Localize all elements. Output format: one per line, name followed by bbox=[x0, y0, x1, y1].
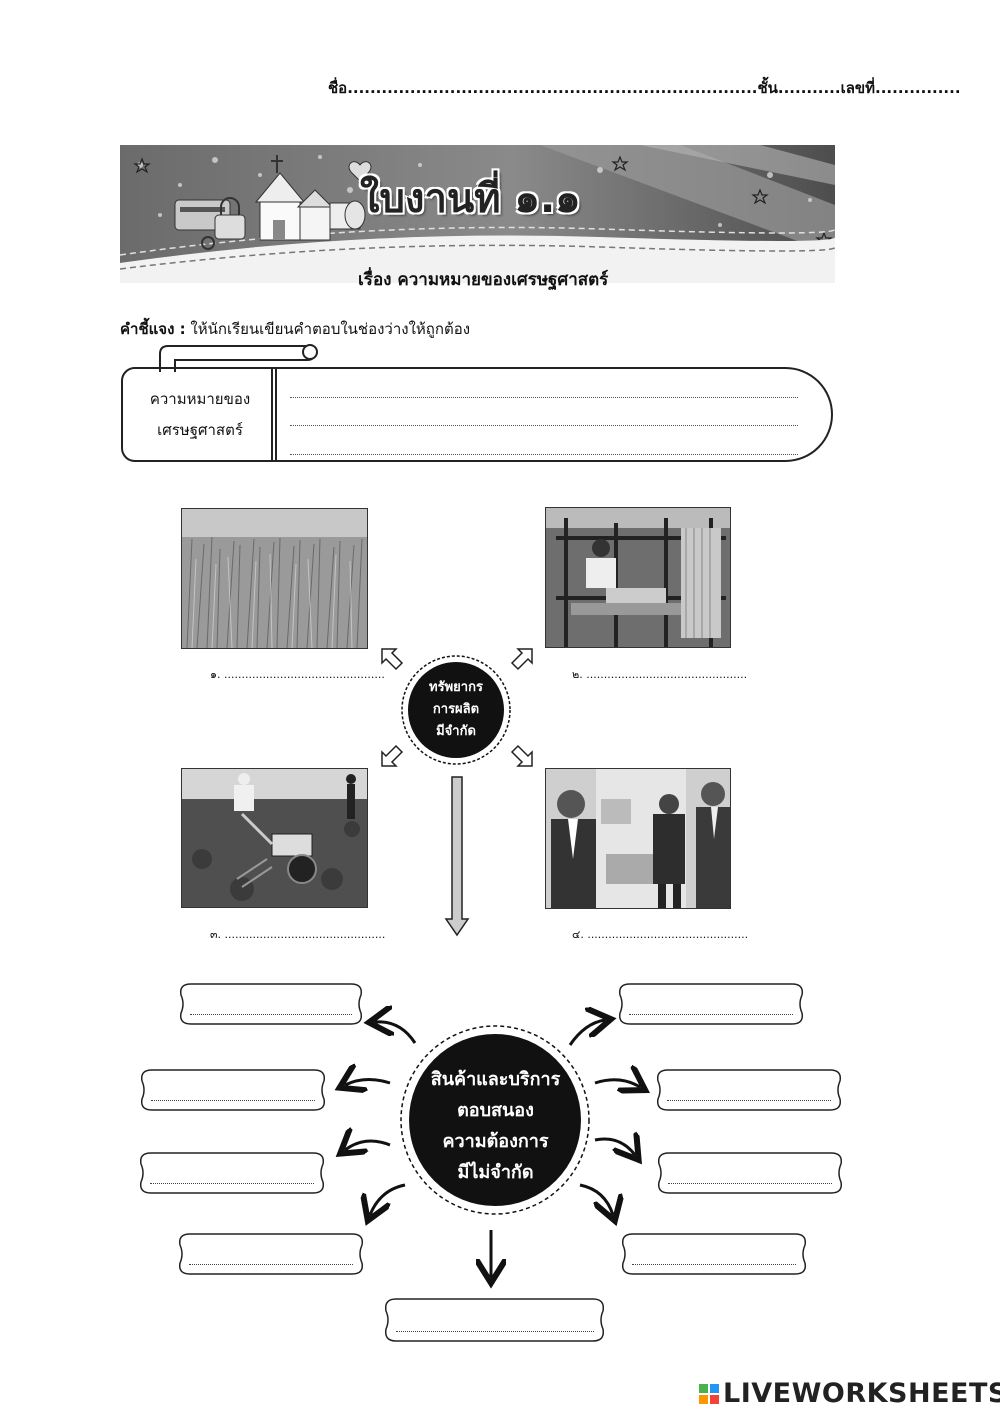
arrow-to-left-box-2 bbox=[345, 1079, 391, 1085]
goods-answer-line-right-4[interactable] bbox=[632, 1264, 796, 1265]
instruction: คำชี้แจง : ให้นักเรียนเขียนคำตอบในช่องว่… bbox=[120, 317, 470, 341]
meaning-answer-line-3[interactable] bbox=[290, 454, 798, 455]
goods-answer-line-left-3[interactable] bbox=[150, 1183, 314, 1184]
photo-caption-2[interactable]: ๒. .....................................… bbox=[572, 668, 748, 681]
resources-center-line2: การผลิต bbox=[432, 702, 480, 717]
goods-answer-box-bottom[interactable] bbox=[382, 1296, 607, 1344]
goods-answer-box-left-3[interactable] bbox=[137, 1150, 327, 1196]
goods-arrows-group bbox=[330, 1005, 670, 1295]
arrow-up-left-icon bbox=[381, 648, 404, 671]
goods-answer-box-right-1[interactable] bbox=[616, 981, 806, 1027]
goods-center-text: สินค้าและบริการ ตอบสนอง ความต้องการ มีไม… bbox=[405, 1064, 586, 1188]
arrow-to-right-box-3 bbox=[594, 1139, 635, 1155]
instruction-label: คำชี้แจง : bbox=[120, 320, 186, 338]
arrow-to-left-box-4 bbox=[370, 1183, 406, 1215]
goods-answer-line-left-1[interactable] bbox=[190, 1014, 352, 1015]
goods-center-line4: มีไม่จำกัด bbox=[457, 1162, 534, 1183]
goods-answer-box-right-2[interactable] bbox=[654, 1067, 844, 1113]
arrow-down-right-icon bbox=[510, 744, 533, 767]
goods-answer-box-left-2[interactable] bbox=[138, 1067, 328, 1113]
meaning-label-line2: เศรษฐศาสตร์ bbox=[157, 421, 243, 439]
arrow-to-left-box-1 bbox=[375, 1022, 417, 1044]
goods-answer-line-right-1[interactable] bbox=[629, 1014, 793, 1015]
meaning-answer-line-1[interactable] bbox=[290, 397, 798, 398]
arrow-down-left-icon bbox=[381, 744, 404, 767]
meaning-divider bbox=[271, 369, 277, 460]
student-info-line[interactable]: ชื่อ....................................… bbox=[328, 79, 961, 97]
goods-center-line3: ความต้องการ bbox=[442, 1131, 549, 1152]
hook-tab-decoration bbox=[159, 344, 318, 372]
businessmen-photo bbox=[545, 768, 731, 909]
goods-answer-box-right-3[interactable] bbox=[655, 1150, 845, 1196]
goods-center-line2: ตอบสนอง bbox=[457, 1100, 534, 1121]
liveworksheets-logo-icon bbox=[699, 1384, 719, 1404]
goods-answer-line-right-2[interactable] bbox=[667, 1100, 831, 1101]
arrow-up-right-icon bbox=[510, 648, 533, 671]
meaning-answer-box bbox=[121, 367, 833, 462]
photo-caption-4[interactable]: ๔. .....................................… bbox=[572, 928, 749, 941]
arrow-to-right-box-4 bbox=[579, 1183, 613, 1215]
liveworksheets-logo: LIVEWORKSHEETS bbox=[698, 1378, 1000, 1409]
arrow-to-right-box-2 bbox=[594, 1080, 640, 1087]
resources-center-circle bbox=[401, 655, 511, 765]
goods-center-circle bbox=[400, 1025, 590, 1215]
photo-caption-1[interactable]: ๑. .....................................… bbox=[210, 668, 385, 681]
resources-center-line1: ทรัพยากร bbox=[429, 680, 483, 695]
meaning-label: ความหมายของ เศรษฐศาสตร์ bbox=[131, 384, 269, 446]
meaning-label-line1: ความหมายของ bbox=[149, 390, 251, 408]
goods-answer-box-right-4[interactable] bbox=[619, 1231, 809, 1277]
goods-answer-line-left-2[interactable] bbox=[151, 1100, 315, 1101]
worksheet-banner bbox=[120, 145, 835, 283]
goods-answer-line-right-3[interactable] bbox=[668, 1183, 832, 1184]
goods-answer-box-left-4[interactable] bbox=[176, 1231, 366, 1277]
tractor-plowing-photo bbox=[181, 768, 368, 908]
worksheet-title: ใบงานที่ ๑.๑ bbox=[360, 176, 581, 222]
goods-answer-line-left-4[interactable] bbox=[189, 1264, 353, 1265]
arrow-to-left-box-3 bbox=[345, 1141, 391, 1150]
weaving-loom-photo bbox=[545, 507, 731, 648]
goods-center-line1: สินค้าและบริการ bbox=[430, 1069, 561, 1090]
rice-field-photo bbox=[181, 508, 368, 649]
photo-caption-3[interactable]: ๓. .....................................… bbox=[210, 928, 386, 941]
instruction-text: ให้นักเรียนเขียนคำตอบในช่องว่างให้ถูกต้อ… bbox=[185, 320, 471, 338]
resources-center-line3: มีจำกัด bbox=[436, 724, 476, 739]
arrow-to-right-box-1 bbox=[568, 1020, 605, 1046]
goods-answer-box-left-1[interactable] bbox=[177, 981, 365, 1027]
liveworksheets-logo-text: LIVEWORKSHEETS bbox=[723, 1378, 1000, 1409]
meaning-answer-line-2[interactable] bbox=[290, 425, 798, 426]
arrow-down-long-icon bbox=[444, 776, 470, 937]
goods-answer-line-bottom[interactable] bbox=[396, 1331, 594, 1332]
resources-center-text: ทรัพยากร การผลิต มีจำกัด bbox=[408, 677, 504, 743]
worksheet-subtitle: เรื่อง ความหมายของเศรษฐศาสตร์ bbox=[358, 270, 609, 290]
